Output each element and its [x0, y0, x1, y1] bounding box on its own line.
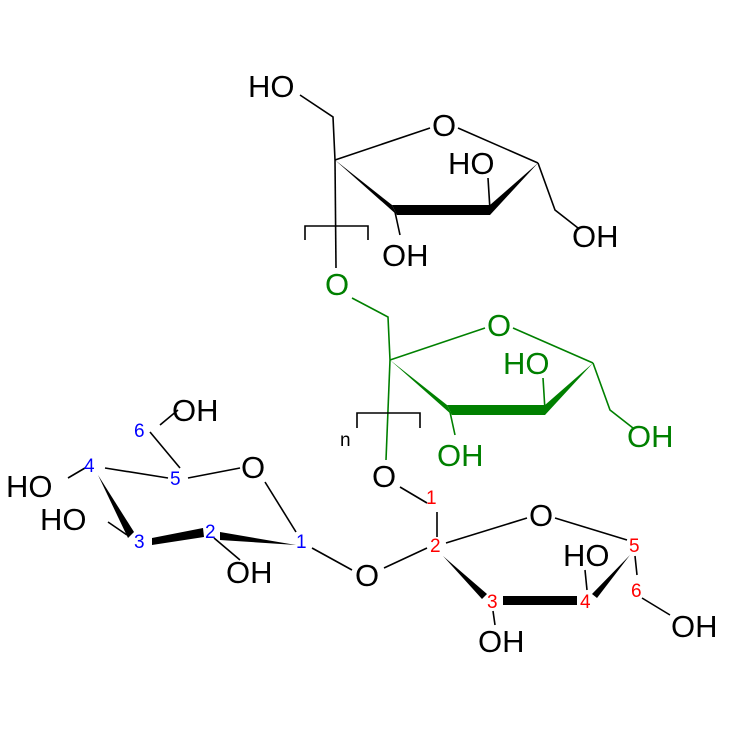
ring-oxygen-label: O	[487, 308, 511, 343]
ring-bond	[334, 127, 431, 161]
wedge-bond	[545, 363, 593, 415]
oh-bond	[584, 569, 588, 591]
ch2-bond	[634, 555, 671, 616]
carbon-number-2: 2	[205, 522, 216, 543]
ch2-bond	[592, 362, 634, 429]
ring-bond	[187, 467, 241, 479]
repeat-bracket	[356, 412, 421, 428]
wedge-bond	[592, 555, 630, 598]
carbon-number-3: 3	[487, 592, 498, 613]
oh-bond	[107, 521, 128, 536]
ring-bond	[104, 467, 169, 479]
hydroxyl-label: HO	[503, 346, 550, 381]
hydroxyl-label: OH	[437, 438, 484, 473]
bold-bond	[503, 596, 577, 605]
ring-bond	[389, 327, 486, 361]
oh-bond	[487, 177, 491, 211]
carbon-number-4: 4	[580, 592, 591, 613]
ring-bond	[457, 127, 539, 164]
hydroxyl-label: OH	[671, 609, 718, 644]
ring-bond	[512, 327, 594, 364]
carbon-number-6: 6	[134, 421, 145, 442]
carbon-number-3: 3	[134, 532, 145, 553]
carbon-number-5: 5	[629, 536, 640, 557]
wedge-bond	[220, 532, 296, 545]
bold-bond	[152, 528, 204, 545]
wedge-bond	[443, 556, 487, 599]
repeat-bracket	[304, 225, 369, 240]
ch2-bond	[351, 297, 391, 361]
hydroxyl-label: OH	[627, 419, 674, 454]
oh-bond	[492, 610, 496, 626]
hydroxyl-label: HO	[6, 469, 53, 504]
ring-oxygen-label: O	[241, 450, 265, 485]
carbon-number-2: 2	[430, 536, 441, 557]
oh-bond	[394, 211, 401, 236]
hydroxyl-label: OH	[382, 238, 429, 273]
glucose-unit: 1 2 3 4 5 6 O OH HO HO OH	[6, 393, 307, 590]
ring-oxygen-label: O	[432, 108, 456, 143]
linker-bond	[334, 159, 337, 269]
hydroxyl-label: OH	[478, 624, 525, 659]
ring-bond	[554, 517, 628, 541]
carbon-number-4: 4	[84, 456, 95, 477]
ch2-bond	[537, 162, 579, 229]
top-fructose-unit: HO O HO OH OH	[248, 69, 619, 273]
wedge-bond	[390, 360, 452, 415]
linker-bond	[385, 359, 391, 461]
hydroxyl-label: OH	[572, 219, 619, 254]
oh-bond	[542, 377, 546, 411]
hydroxyl-label: HO	[248, 69, 295, 104]
carbon-number-5: 5	[170, 469, 181, 490]
sucrose-fructose-unit: 1 2 3 4 5 6 O HO OH OH	[399, 486, 718, 659]
bold-bond	[392, 205, 490, 215]
wedge-bond	[490, 163, 538, 215]
linker-oxygen-label: O	[372, 459, 396, 494]
glycosidic-bond	[311, 547, 428, 571]
hydroxyl-label: HO	[40, 502, 87, 537]
hydroxyl-label: OH	[172, 393, 219, 428]
hydroxyl-label: HO	[563, 538, 610, 573]
oh-bond	[67, 467, 86, 479]
carbon-number-1: 1	[426, 488, 437, 509]
hydroxyl-label: OH	[226, 555, 273, 590]
bold-bond	[447, 405, 545, 415]
ring-oxygen-label: O	[529, 498, 553, 533]
repeat-fructose-unit: n O HO OH OH	[340, 297, 674, 473]
oh-bond	[213, 537, 241, 561]
glycosidic-oxygen-label: O	[355, 558, 379, 593]
c1-bond	[399, 486, 438, 537]
wedge-bond	[335, 160, 397, 215]
carbon-number-1: 1	[296, 532, 307, 553]
oh-bond	[449, 411, 456, 436]
c6-bond	[149, 409, 181, 469]
repeat-count-label: n	[340, 430, 351, 451]
carbon-number-6: 6	[631, 581, 642, 602]
linker-oxygen-label: O	[325, 267, 349, 302]
hydroxyl-label: HO	[448, 146, 495, 181]
ch2-bond	[299, 94, 336, 161]
ring-bond	[264, 481, 297, 533]
wedge-bond	[98, 475, 134, 538]
ring-bond	[445, 517, 528, 544]
